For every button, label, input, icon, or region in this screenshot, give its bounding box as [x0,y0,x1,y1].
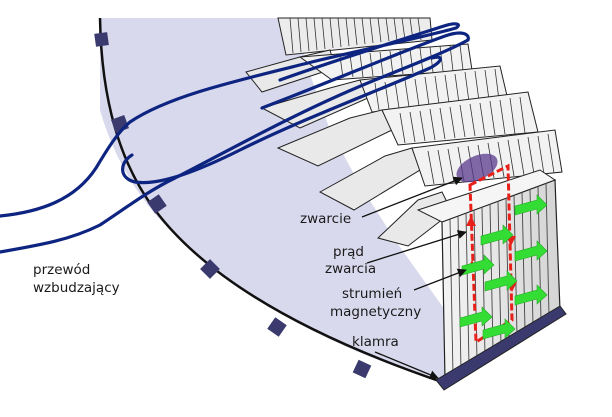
label-strumien-line2: magnetyczny [330,304,421,320]
stator-core-sector [100,18,445,383]
leader-prad-zwarcia [366,230,467,264]
label-prad-line1: prąd [333,244,364,260]
stator-outer-rim [98,17,446,385]
excitation-wire-lower [0,31,470,254]
label-przewod-line1: przewód [33,262,90,278]
label-przewod-line2: wzbudzający [33,280,120,296]
short-circuit-spot [456,153,498,183]
label-strumien-line1: strumień [342,286,402,302]
leader-arrows [361,176,467,380]
excitation-wires [0,22,470,254]
leader-strumien [413,268,467,291]
excitation-wire-upper [0,22,460,218]
label-zwarcie: zwarcie [300,211,351,227]
short-circuit-current-loop [468,163,514,345]
upper-lamination-stack [245,17,563,247]
leader-zwarcie [361,176,463,218]
leader-klamra [374,351,439,380]
label-klamra: klamra [352,334,399,350]
label-prad-line2: zwarcia [325,261,376,277]
